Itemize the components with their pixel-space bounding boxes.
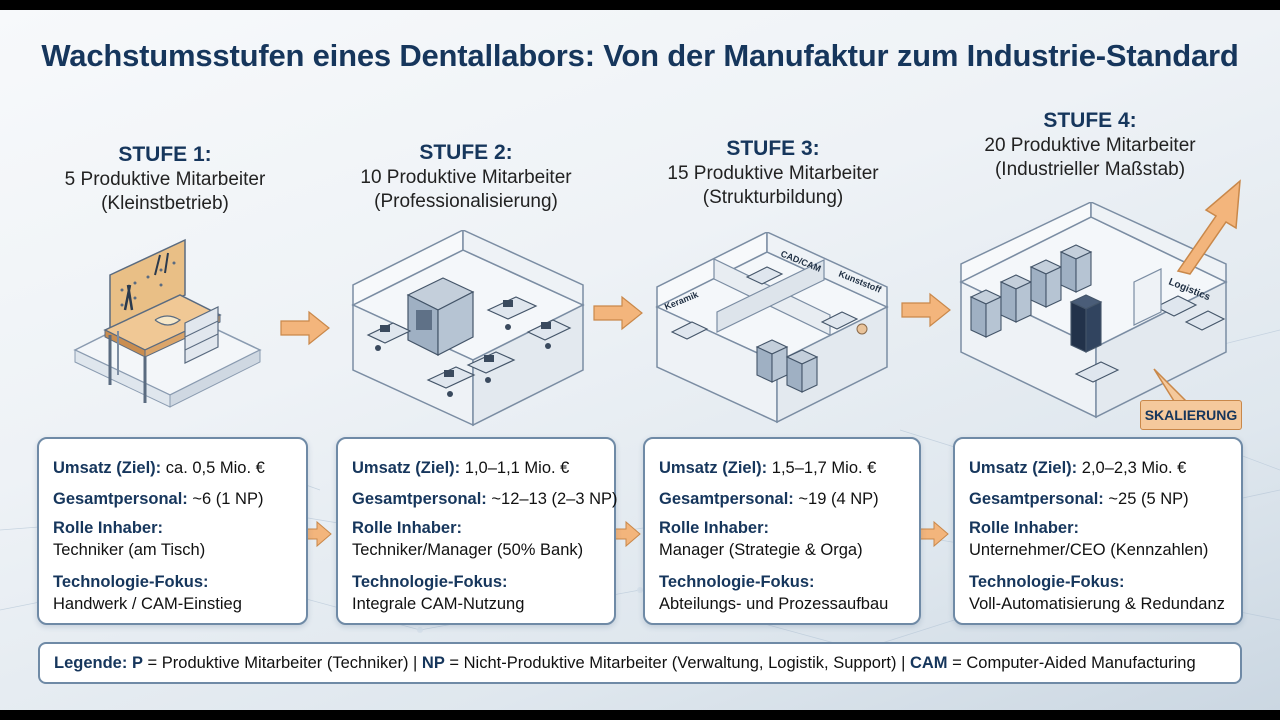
scaling-badge: SKALIERUNG (1140, 400, 1242, 430)
legend-cam-text: = Computer-Aided Manufacturing (952, 654, 1196, 672)
stage-1-header: STUFE 1: 5 Produktive Mitarbeiter (Klein… (40, 142, 290, 216)
personnel-value: ~12–13 (2–3 NP) (491, 490, 618, 508)
owner-label: Rolle Inhaber: (53, 519, 164, 537)
personnel-value: ~25 (5 NP) (1108, 490, 1189, 508)
tech-value: Handwerk / CAM-Einstieg (53, 595, 242, 613)
revenue-label: Umsatz (Ziel): (352, 459, 461, 477)
tech-label: Technologie-Fokus: (659, 573, 815, 591)
revenue-value: 1,5–1,7 Mio. € (771, 459, 877, 477)
stage-4-heading: STUFE 4: (1043, 109, 1137, 132)
stage-4-header: STUFE 4: 20 Produktive Mitarbeiter (Indu… (960, 108, 1220, 182)
stage-3-note: (Strukturbildung) (702, 187, 844, 208)
owner-value: Techniker/Manager (50% Bank) (352, 541, 584, 559)
tech-label: Technologie-Fokus: (352, 573, 508, 591)
stage-3-departments-illustration: Keramik CAD/CAM Kunststoff (655, 232, 889, 424)
flow-arrow-icon (280, 310, 330, 346)
revenue-label: Umsatz (Ziel): (969, 459, 1078, 477)
stage-1-heading: STUFE 1: (118, 143, 212, 166)
owner-value: Techniker (am Tisch) (53, 541, 206, 559)
personnel-label: Gesamtpersonal: (53, 490, 188, 508)
tech-label: Technologie-Fokus: (969, 573, 1125, 591)
personnel-value: ~6 (1 NP) (192, 490, 264, 508)
infographic-canvas: Wachstumsstufen eines Dentallabors: Von … (0, 10, 1280, 710)
legend-p-text: = Produktive Mitarbeiter (Techniker) | (147, 654, 418, 672)
stage-4-note: (Industrieller Maßstab) (994, 159, 1186, 180)
stage-1-note: (Kleinstbetrieb) (101, 193, 229, 214)
revenue-value: ca. 0,5 Mio. € (165, 459, 265, 477)
tech-value: Integrale CAM-Nutzung (352, 595, 525, 613)
tech-value: Abteilungs- und Prozessaufbau (659, 595, 889, 613)
legend-prefix: Legende: (54, 654, 128, 672)
personnel-label: Gesamtpersonal: (352, 490, 487, 508)
stage-1-workbench-illustration (73, 238, 262, 408)
legend-np-key: NP (421, 654, 445, 672)
stage-2-card: Umsatz (Ziel): 1,0–1,1 Mio. € Gesamtpers… (336, 437, 618, 625)
stage-2-staff: 10 Produktive Mitarbeiter (360, 167, 572, 188)
stage-2-heading: STUFE 2: (419, 141, 513, 164)
personnel-label: Gesamtpersonal: (969, 490, 1104, 508)
page-title: Wachstumsstufen eines Dentallabors: Von … (41, 38, 1239, 73)
stage-2-note: (Professionalisierung) (374, 191, 558, 212)
badge-pointer (1153, 368, 1188, 402)
tech-value: Voll-Automatisierung & Redundanz (969, 595, 1225, 613)
owner-value: Unternehmer/CEO (Kennzahlen) (969, 541, 1209, 559)
stage-3-staff: 15 Produktive Mitarbeiter (667, 163, 879, 184)
growth-arrow-icon (1176, 179, 1241, 275)
flow-arrow-icon (593, 295, 643, 331)
revenue-value: 1,0–1,1 Mio. € (464, 459, 570, 477)
revenue-value: 2,0–2,3 Mio. € (1081, 459, 1187, 477)
stage-4-card: Umsatz (Ziel): 2,0–2,3 Mio. € Gesamtpers… (953, 437, 1243, 625)
stage-1-staff: 5 Produktive Mitarbeiter (64, 169, 266, 190)
stage-3-header: STUFE 3: 15 Produktive Mitarbeiter (Stru… (643, 136, 903, 210)
flow-arrow-icon (901, 292, 951, 328)
personnel-value: ~19 (4 NP) (798, 490, 879, 508)
stage-4-staff: 20 Produktive Mitarbeiter (984, 135, 1196, 156)
legend-bar: Legende: P = Produktive Mitarbeiter (Tec… (38, 642, 1242, 684)
stage-2-room-illustration (351, 230, 585, 427)
owner-label: Rolle Inhaber: (352, 519, 463, 537)
personnel-label: Gesamtpersonal: (659, 490, 794, 508)
stage-2-header: STUFE 2: 10 Produktive Mitarbeiter (Prof… (336, 140, 596, 214)
owner-value: Manager (Strategie & Orga) (659, 541, 863, 559)
legend-cam-key: CAM (909, 654, 948, 672)
tech-label: Technologie-Fokus: (53, 573, 209, 591)
stage-3-heading: STUFE 3: (726, 137, 820, 160)
owner-label: Rolle Inhaber: (659, 519, 770, 537)
legend-p-key: P (131, 654, 143, 672)
stage-3-card: Umsatz (Ziel): 1,5–1,7 Mio. € Gesamtpers… (643, 437, 921, 625)
stage-4-industrial-illustration: Logistics (959, 202, 1228, 419)
owner-label: Rolle Inhaber: (969, 519, 1080, 537)
revenue-label: Umsatz (Ziel): (659, 459, 768, 477)
stage-1-card: Umsatz (Ziel): ca. 0,5 Mio. € Gesamtpers… (37, 437, 308, 625)
legend-np-text: = Nicht-Produktive Mitarbeiter (Verwaltu… (449, 654, 906, 672)
revenue-label: Umsatz (Ziel): (53, 459, 162, 477)
